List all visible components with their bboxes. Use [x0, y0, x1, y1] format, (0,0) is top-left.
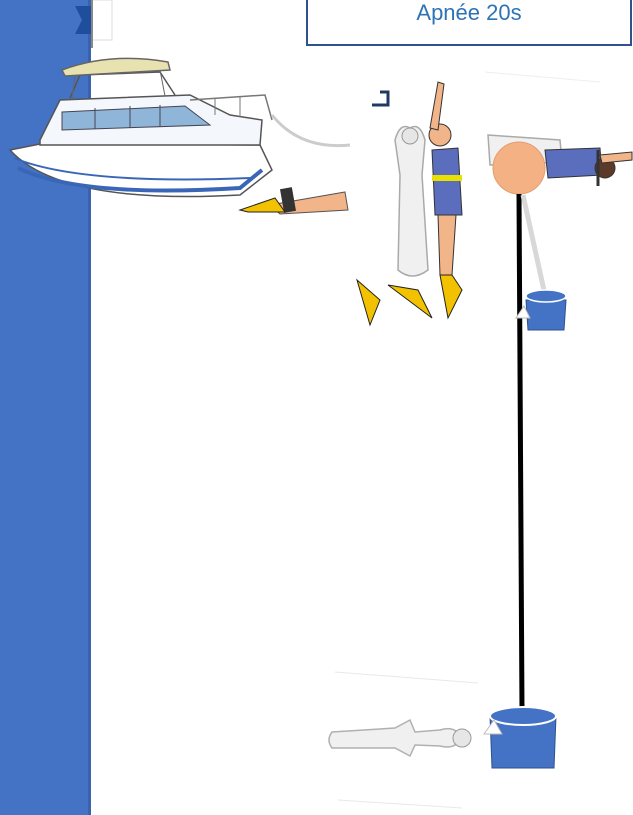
diver-icon — [355, 80, 475, 325]
frame-line — [485, 72, 600, 82]
mannequin-icon — [329, 672, 478, 808]
buoy-icon — [493, 142, 545, 194]
descent-line — [519, 194, 522, 712]
swimmer-legs-icon — [240, 187, 348, 214]
surface-ballast-icon — [516, 195, 566, 330]
boat-icon — [10, 58, 350, 196]
dive-flag-icon — [75, 0, 112, 48]
bottom-ballast-icon — [484, 707, 556, 768]
